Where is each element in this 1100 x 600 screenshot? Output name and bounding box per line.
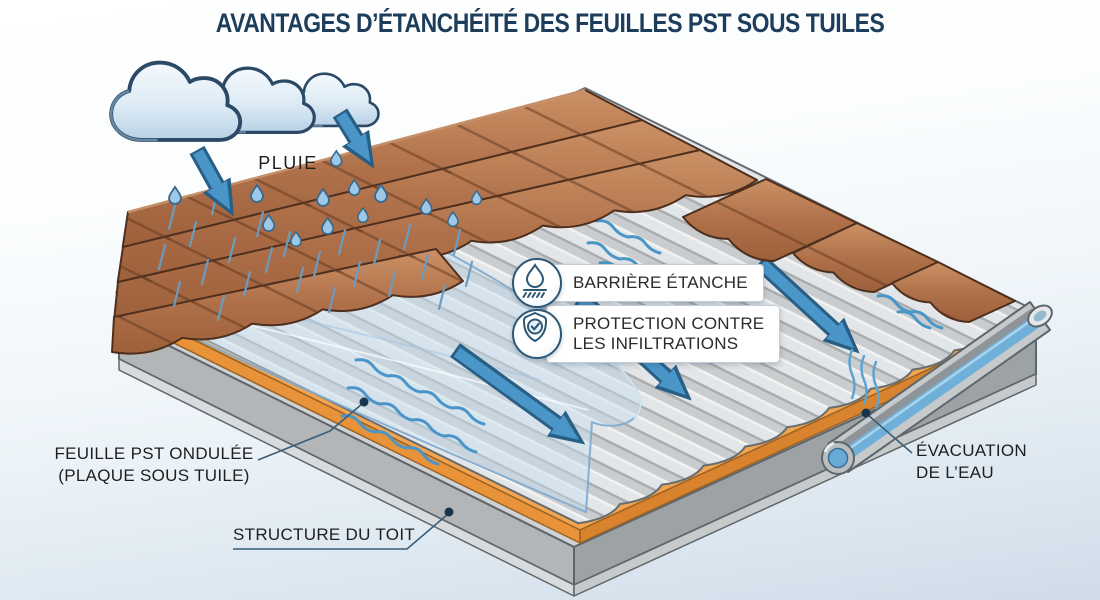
water-drop-over-ground-icon — [512, 258, 562, 308]
shield-check-icon — [512, 309, 562, 360]
page-title: AVANTAGES D’ÉTANCHÉITÉ DES FEUILLES PST … — [215, 8, 885, 38]
water-evacuation-label-line1: ÉVACUATION — [916, 441, 1027, 460]
rain-label: PLUIE — [258, 153, 318, 173]
protection-callout: PROTECTION CONTRE LES INFILTRATIONS — [512, 305, 781, 364]
pst-sheet-label-line2: (PLAQUE SOUS TUILE) — [58, 466, 250, 486]
pst-sheet-label-line1: FEUILLE PST ONDULÉE — [54, 444, 254, 463]
barrier-callout: BARRIÈRE ÉTANCHE — [512, 258, 764, 308]
protection-label: PROTECTION CONTRE LES INFILTRATIONS — [546, 305, 781, 364]
pst-sheet-label: FEUILLE PST ONDULÉE (PLAQUE SOUS TUILE) — [48, 443, 260, 487]
water-evacuation-label-line2: DE L’EAU — [916, 463, 994, 483]
gutter — [821, 301, 1053, 475]
rain-lines — [157, 188, 474, 322]
protection-label-line1: PROTECTION CONTRE — [573, 314, 765, 333]
rain-arrow-icons — [189, 108, 375, 217]
water-fall-squiggles — [848, 348, 880, 410]
water-evacuation-label: ÉVACUATION DE L’EAU — [916, 440, 1027, 484]
protection-label-line2: LES INFILTRATIONS — [573, 334, 739, 354]
rain-cloud-icons — [109, 60, 380, 142]
cloud-icon — [109, 60, 243, 142]
leader-lines — [233, 397, 913, 550]
barrier-label: BARRIÈRE ÉTANCHE — [546, 263, 764, 303]
roof-structure-label: STRUCTURE DU TOIT — [233, 525, 416, 544]
